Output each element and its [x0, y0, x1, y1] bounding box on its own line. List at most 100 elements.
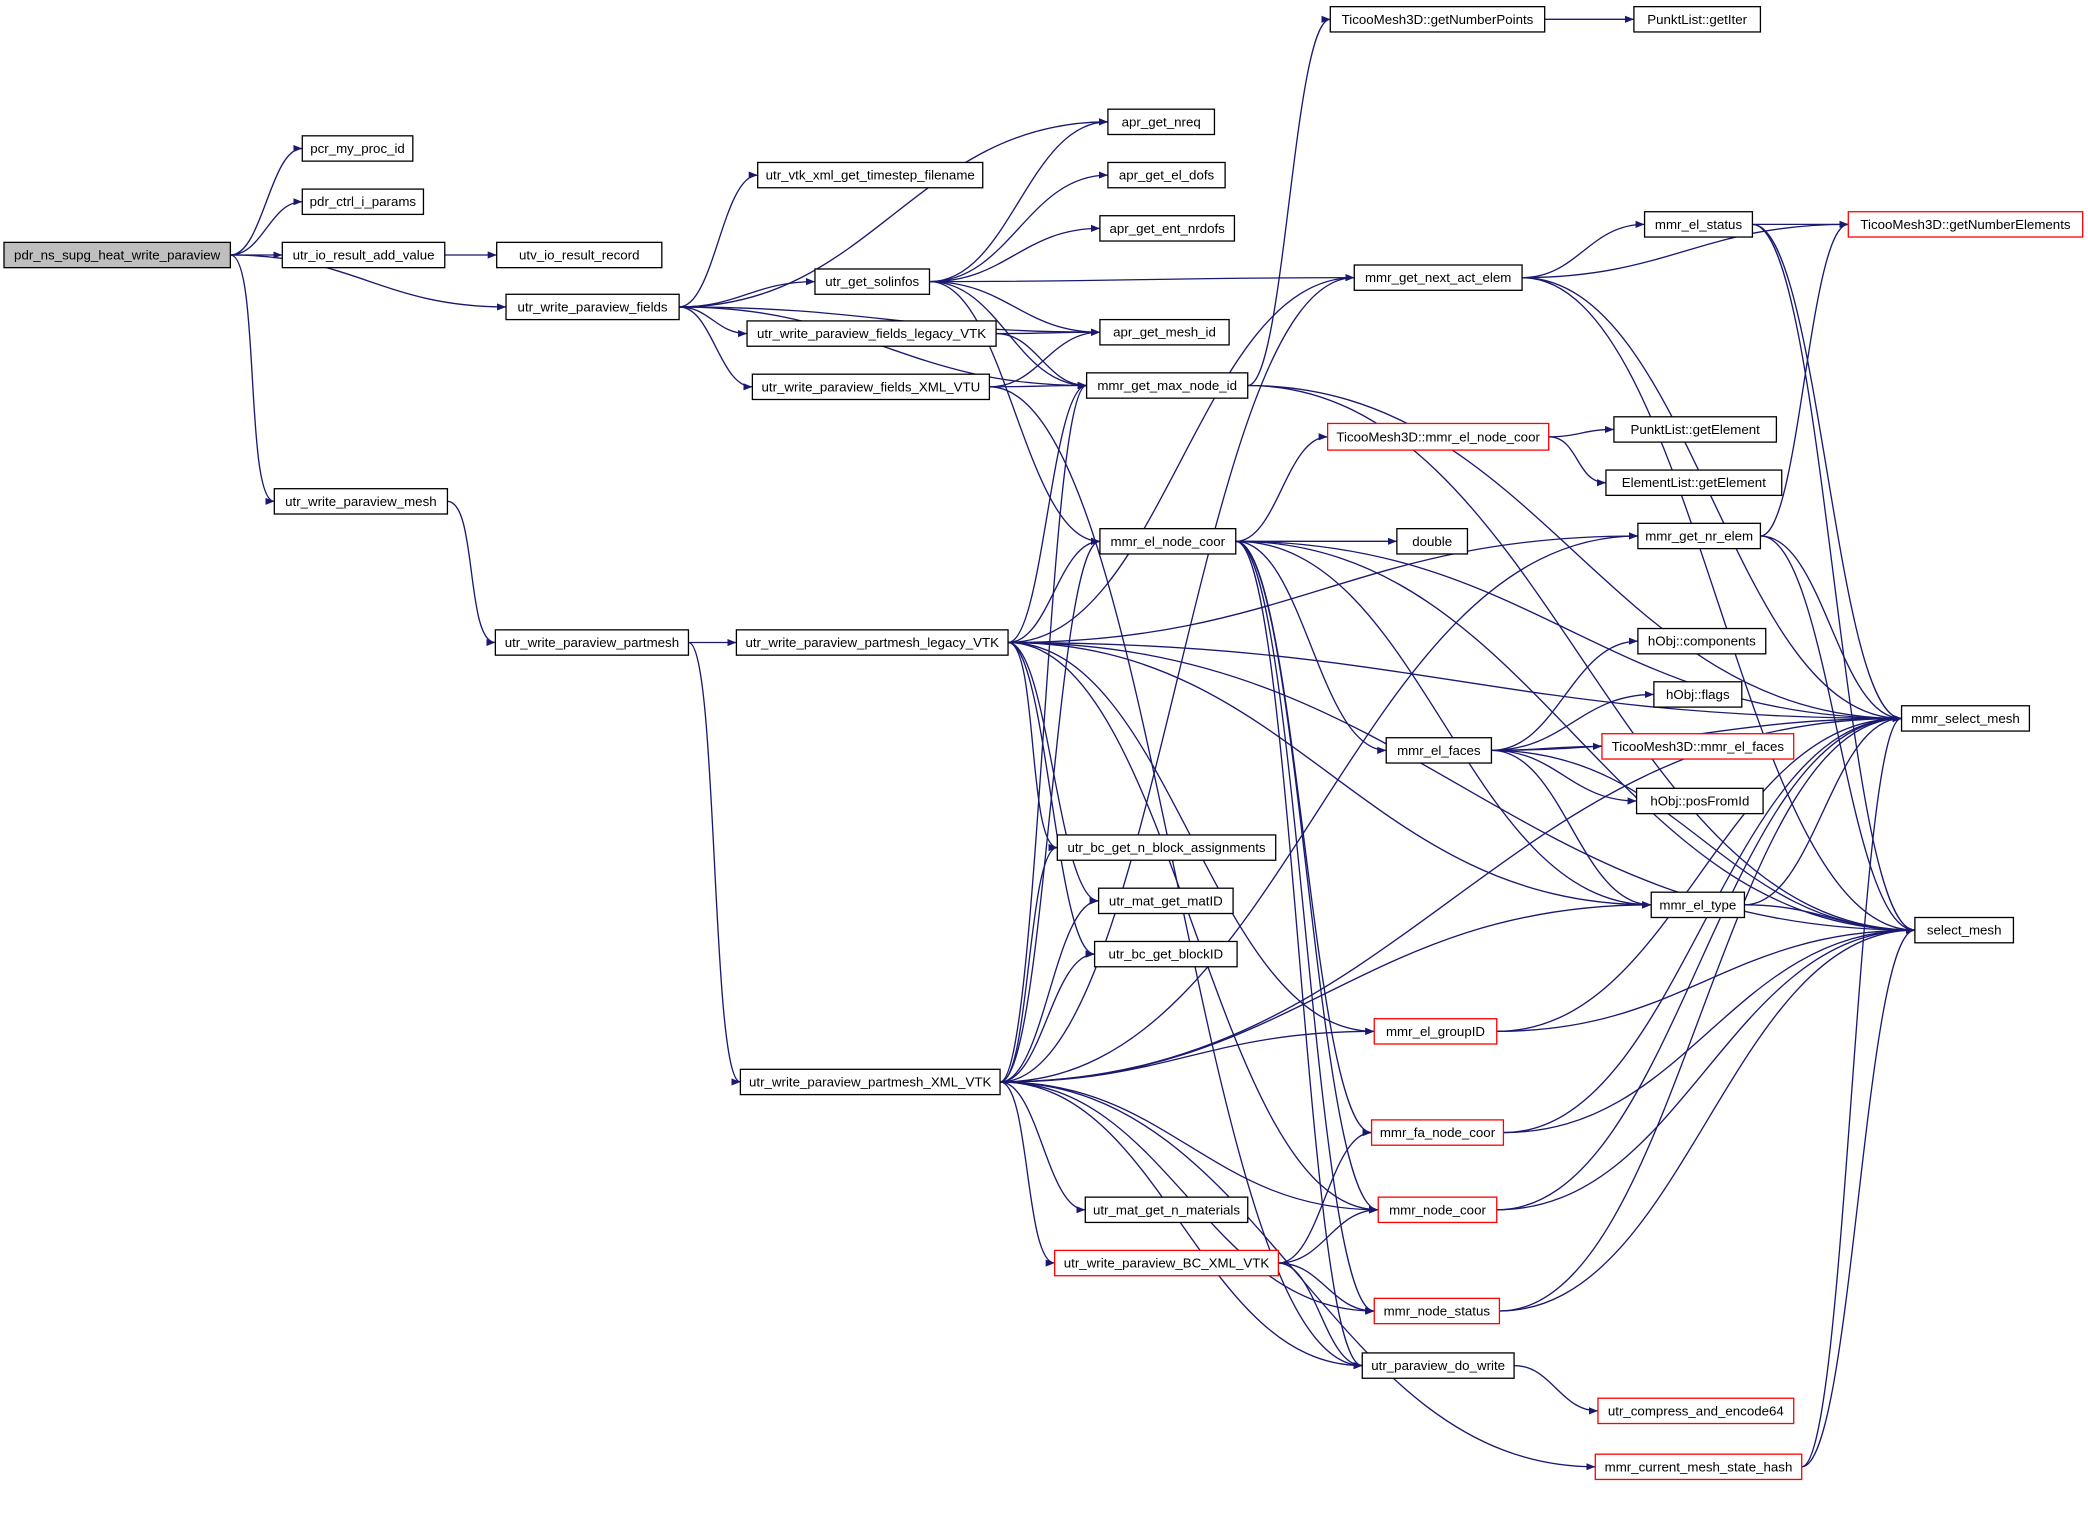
node-apr-get-el-dofs[interactable]: apr_get_el_dofs	[1107, 161, 1226, 189]
edge-path	[929, 224, 1100, 283]
node-label: PunktList::getIter	[1647, 12, 1747, 27]
node-select-mesh[interactable]: select_mesh	[1914, 916, 2015, 944]
edge-path	[996, 332, 1087, 390]
node-hobj-flags[interactable]: hObj::flags	[1653, 681, 1743, 708]
node-hobj-components[interactable]: hObj::components	[1637, 627, 1767, 655]
node-label: apr_get_ent_nrdofs	[1110, 221, 1226, 236]
node-ticoomesh3d-getnumberelements[interactable]: TicooMesh3D::getNumberElements	[1847, 211, 2084, 238]
node-utr-vtk-xml-get-timestep-filename[interactable]: utr_vtk_xml_get_timestep_filename	[757, 161, 984, 189]
edge-path	[929, 280, 1100, 545]
node-utr-bc-get-n-block-assignments[interactable]: utr_bc_get_n_block_assignments	[1056, 834, 1277, 861]
node-ticoomesh3d-mmr-el-faces[interactable]: TicooMesh3D::mmr_el_faces	[1601, 733, 1795, 760]
node-ticoomesh3d-getnumberpoints[interactable]: TicooMesh3D::getNumberPoints	[1329, 6, 1546, 33]
node-mmr-fa-node-coor[interactable]: mmr_fa_node_coor	[1370, 1119, 1505, 1146]
edge-path	[1247, 15, 1331, 387]
edge-path	[1000, 274, 1355, 1083]
edge-mmr_el_node_coor-to-mmr_select_mesh	[1235, 540, 1902, 723]
node-utr-write-paraview-fields-xml-vtu[interactable]: utr_write_paraview_fields_XML_VTU	[751, 373, 991, 401]
node-box	[1613, 416, 1778, 443]
node-utr-compress-and-encode64[interactable]: utr_compress_and_encode64	[1597, 1397, 1795, 1425]
node-elementlist-getelement[interactable]: ElementList::getElement	[1605, 469, 1783, 497]
edge-mmr_el_node_coor-to-mmr_node_status	[1235, 540, 1375, 1315]
node-apr-get-mesh-id[interactable]: apr_get_mesh_id	[1099, 318, 1230, 346]
node-box	[496, 241, 663, 269]
edge-utr_write_paraview_fields-to-utr_get_solinfos	[679, 278, 815, 308]
node-box	[739, 1068, 1001, 1096]
node-utr-write-paraview-bc-xml-vtk[interactable]: utr_write_paraview_BC_XML_VTK	[1054, 1249, 1280, 1277]
node-utr-write-paraview-partmesh-legacy-vtk[interactable]: utr_write_paraview_partmesh_legacy_VTK	[735, 629, 1009, 656]
node-box	[1370, 1119, 1505, 1146]
edge-utr_write_paraview_partmesh_legacy_VTK-to-select_mesh	[1008, 641, 1915, 934]
edge-mmr_el_faces-to-mmr_el_type	[1491, 749, 1652, 909]
node-mmr-select-mesh[interactable]: mmr_select_mesh	[1900, 705, 2031, 732]
edge-path	[679, 306, 748, 338]
edge-mmr_fa_node_coor-to-select_mesh	[1503, 926, 1915, 1134]
edge-path	[1000, 1081, 1363, 1370]
node-label: mmr_node_coor	[1389, 1202, 1486, 1217]
node-utr-bc-get-blockid[interactable]: utr_bc_get_blockID	[1093, 940, 1238, 968]
node-apr-get-nreq[interactable]: apr_get_nreq	[1107, 108, 1216, 136]
edge-path	[1496, 926, 1915, 1033]
edge-path	[1801, 714, 1902, 1468]
node-utr-write-paraview-partmesh[interactable]: utr_write_paraview_partmesh	[494, 629, 690, 656]
edge-path	[230, 144, 303, 256]
edge-mmr_get_next_act_elem-to-mmr_select_mesh	[1522, 276, 1902, 722]
node-mmr-get-nr-elem[interactable]: mmr_get_nr_elem	[1637, 522, 1762, 550]
node-ticoomesh3d-mmr-el-node-coor[interactable]: TicooMesh3D::mmr_el_node_coor	[1326, 422, 1550, 451]
node-punktlist-getiter[interactable]: PunktList::getIter	[1633, 6, 1762, 33]
node-utr-get-solinfos[interactable]: utr_get_solinfos	[814, 268, 931, 295]
node-label: utr_mat_get_matID	[1109, 893, 1223, 908]
node-mmr-el-faces[interactable]: mmr_el_faces	[1385, 737, 1493, 764]
edge-path	[1007, 381, 1087, 644]
node-mmr-el-status[interactable]: mmr_el_status	[1643, 211, 1754, 238]
node-label: double	[1412, 534, 1452, 549]
edge-utr_get_solinfos-to-mmr_el_node_coor	[929, 280, 1100, 545]
node-mmr-el-groupid[interactable]: mmr_el_groupID	[1373, 1018, 1498, 1045]
edge-path	[1491, 690, 1654, 752]
edge-path	[1496, 926, 1915, 1211]
edge-utr_write_paraview_partmesh-to-utr_write_paraview_partmesh_XML_VTK	[688, 641, 741, 1086]
node-root[interactable]: pdr_ns_supg_heat_write_paraview	[3, 241, 232, 269]
node-utr-write-paraview-partmesh-xml-vtk[interactable]: utr_write_paraview_partmesh_XML_VTK	[739, 1068, 1001, 1096]
node-utr-io-result-add-value[interactable]: utr_io_result_add_value	[281, 241, 446, 269]
node-label: utr_io_result_add_value	[293, 248, 435, 263]
edge-path	[1278, 1262, 1375, 1315]
edge-path	[1000, 1081, 1086, 1214]
node-box	[1326, 422, 1550, 451]
node-mmr-el-node-coor[interactable]: mmr_el_node_coor	[1099, 528, 1237, 555]
node-pdr-ctrl-i-params[interactable]: pdr_ctrl_i_params	[301, 188, 425, 216]
node-label: pdr_ctrl_i_params	[310, 194, 417, 209]
node-utr-write-paraview-mesh[interactable]: utr_write_paraview_mesh	[273, 488, 449, 515]
node-mmr-el-type[interactable]: mmr_el_type	[1650, 891, 1746, 919]
node-mmr-node-coor[interactable]: mmr_node_coor	[1377, 1196, 1498, 1224]
node-box	[751, 373, 991, 401]
node-mmr-get-next-act-elem[interactable]: mmr_get_next_act_elem	[1353, 264, 1523, 291]
node-label: mmr_select_mesh	[1911, 711, 2020, 726]
node-label: mmr_el_groupID	[1386, 1024, 1485, 1039]
node-box	[1056, 834, 1277, 861]
node-box	[1361, 1352, 1515, 1379]
node-apr-get-ent-nrdofs[interactable]: apr_get_ent_nrdofs	[1099, 215, 1236, 242]
node-utr-write-paraview-fields-legacy-vtk[interactable]: utr_write_paraview_fields_legacy_VTK	[746, 320, 997, 347]
node-punktlist-getelement[interactable]: PunktList::getElement	[1613, 416, 1778, 443]
node-label: select_mesh	[1927, 923, 2002, 938]
node-utr-paraview-do-write[interactable]: utr_paraview_do_write	[1361, 1352, 1515, 1379]
node-pcr-my-proc-id[interactable]: pcr_my_proc_id	[301, 135, 414, 162]
node-utr-mat-get-n-materials[interactable]: utr_mat_get_n_materials	[1084, 1196, 1249, 1224]
node-hobj-posfromid[interactable]: hObj::posFromId	[1635, 787, 1764, 815]
node-utv-io-result-record[interactable]: utv_io_result_record	[496, 241, 663, 269]
node-double[interactable]: double	[1396, 528, 1469, 555]
node-mmr-node-status[interactable]: mmr_node_status	[1373, 1297, 1501, 1325]
node-utr-mat-get-matid[interactable]: utr_mat_get_matID	[1097, 887, 1234, 915]
edge-path	[1235, 540, 1379, 1214]
edge-utr_write_paraview_partmesh_legacy_VTK-to-mmr_select_mesh	[1008, 641, 1902, 723]
edge-mmr_get_max_node_id-to-mmr_select_mesh	[1247, 384, 1902, 723]
edge-utr_write_paraview_BC_XML_VTK-to-mmr_node_status	[1278, 1262, 1375, 1315]
edge-path	[1000, 1081, 1375, 1315]
node-mmr-current-mesh-state-hash[interactable]: mmr_current_mesh_state_hash	[1594, 1453, 1803, 1481]
node-mmr-get-max-node-id[interactable]: mmr_get_max_node_id	[1085, 372, 1249, 399]
edge-path	[230, 254, 507, 311]
node-label: apr_get_nreq	[1122, 114, 1201, 129]
node-utr-write-paraview-fields[interactable]: utr_write_paraview_fields	[505, 293, 680, 321]
node-box	[494, 629, 690, 656]
